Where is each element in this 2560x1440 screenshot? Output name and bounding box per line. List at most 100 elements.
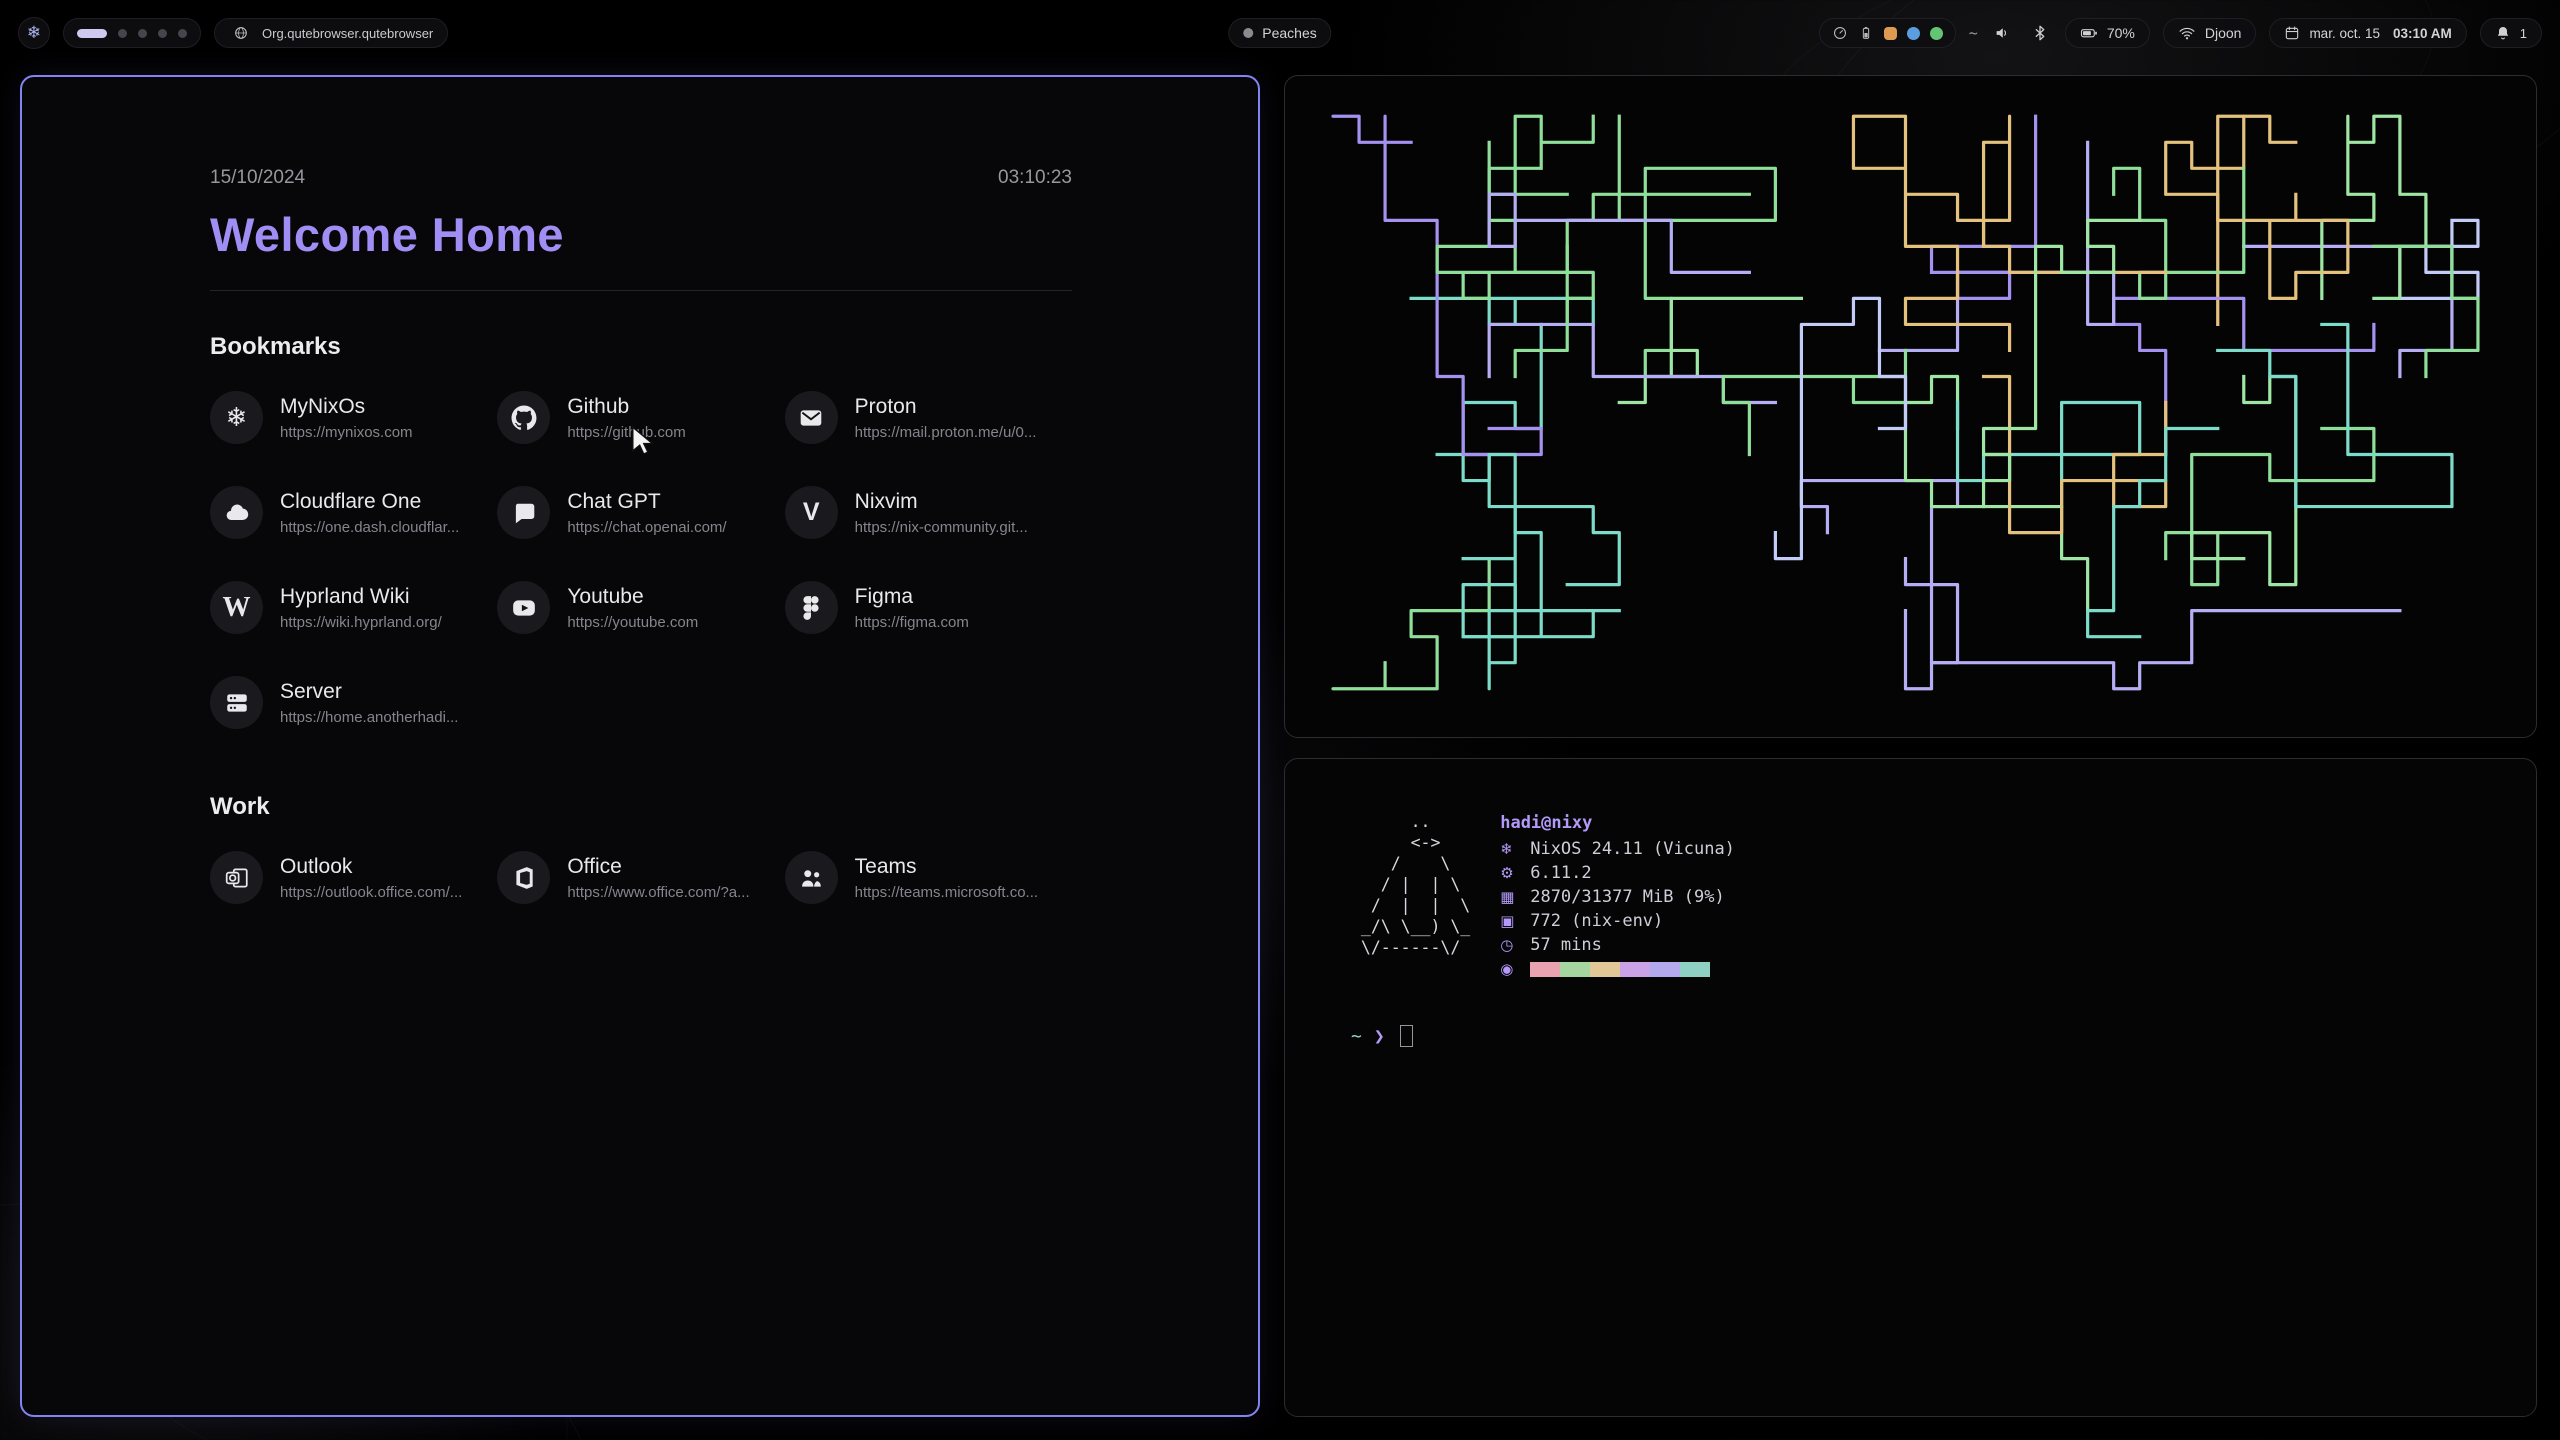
bookmark-url: https://mail.proton.me/u/0... — [854, 423, 1037, 441]
bookmark-title: Cloudflare One — [280, 489, 422, 513]
chat-icon — [497, 486, 551, 539]
bookmark-url: https://wiki.hyprland.org/ — [280, 613, 442, 631]
palette-swatch-4 — [1620, 961, 1651, 977]
tray-app-3-icon[interactable] — [1929, 26, 1943, 40]
bookmark-youtube[interactable]: Youtube https://youtube.com — [497, 581, 784, 634]
workspace-dot-3[interactable] — [138, 28, 147, 38]
window-title-chip[interactable]: Org.qutebrowser.qutebrowser — [214, 18, 449, 48]
launcher-button[interactable]: ❄ — [18, 17, 50, 49]
bookmark-url: https://mynixos.com — [280, 423, 413, 441]
divider — [210, 290, 1072, 291]
fastfetch-info-row: ⚙6.11.2 — [1500, 861, 1735, 885]
system-tray — [1818, 18, 1956, 48]
bookmark-title: Outlook — [280, 854, 353, 878]
outlook-icon — [210, 851, 263, 904]
info-icon: ▦ — [1500, 888, 1515, 906]
bluetooth-icon[interactable] — [2028, 18, 2052, 48]
active-app-chip[interactable]: Peaches — [1228, 18, 1332, 48]
fastfetch-user-host: hadi@nixy — [1500, 813, 1593, 833]
bookmark-outlook[interactable]: Outlook https://outlook.office.com/... — [210, 851, 497, 904]
tray-app-1-icon[interactable] — [1883, 26, 1897, 40]
bookmark-title: Chat GPT — [567, 489, 661, 513]
bookmark-url: https://chat.openai.com/ — [567, 518, 727, 536]
tilde-indicator: ~ — [1968, 24, 1978, 42]
info-label: 772 (nix-env) — [1530, 911, 1664, 931]
topbar-center: Peaches — [1228, 18, 1332, 48]
prompt-arrow: ❯ — [1373, 1025, 1385, 1047]
qutebrowser-window[interactable]: 15/10/2024 03:10:23 Welcome Home Bookmar… — [20, 75, 1260, 1417]
topbar-right: ~ 70% Djoon mar. oct. 15 03:10 AM — [1818, 18, 2542, 48]
volume-icon[interactable] — [1991, 18, 2015, 48]
fastfetch-palette-row: ◉ — [1500, 957, 1735, 981]
startpage-time: 03:10:23 — [998, 167, 1072, 188]
fastfetch-output: .. <-> / \ / | | \ / | | \ _/\ \__) \_ \… — [1351, 811, 2496, 981]
bookmark-url: https://home.anotherhadi... — [280, 708, 459, 726]
shell-prompt: ~ ❯ — [1351, 1025, 2496, 1047]
prompt-path: ~ — [1351, 1025, 1362, 1047]
startpage-header: 15/10/2024 03:10:23 — [210, 167, 1072, 189]
qutebrowser-icon — [229, 18, 253, 48]
date-text: mar. oct. 15 — [2309, 25, 2380, 41]
workspace-dot-5[interactable] — [178, 28, 187, 38]
bookmark-url: https://www.office.com/?a... — [567, 883, 750, 901]
battery-percent: 70% — [2106, 25, 2135, 41]
battery-tray-icon[interactable] — [1858, 25, 1874, 41]
workspace-indicator[interactable] — [63, 18, 201, 48]
bookmark-chat-gpt[interactable]: Chat GPT https://chat.openai.com/ — [497, 486, 784, 539]
clock-chip[interactable]: mar. oct. 15 03:10 AM — [2269, 18, 2467, 48]
pipes-window[interactable] — [1284, 75, 2537, 738]
tray-app-2-icon[interactable] — [1906, 26, 1920, 40]
bookmark-url: https://github.com — [567, 423, 686, 441]
terminal-window[interactable]: .. <-> / \ / | | \ / | | \ _/\ \__) \_ \… — [1284, 758, 2537, 1417]
page-title: Welcome Home — [210, 208, 564, 261]
bookmark-office[interactable]: Office https://www.office.com/?a... — [497, 851, 784, 904]
workspace-dot-4[interactable] — [158, 28, 167, 38]
fastfetch-info-row: ▦ 2870/31377 MiB (9%) — [1500, 885, 1735, 909]
info-icon: ❄ — [1500, 840, 1513, 858]
bookmark-title: Teams — [854, 854, 917, 878]
peaches-app-icon — [1243, 28, 1254, 38]
info-label: 2870/31377 MiB (9%) — [1530, 887, 1725, 907]
fastfetch-info-row: ◷57 mins — [1500, 933, 1735, 957]
bell-icon — [2495, 25, 2511, 41]
network-chip[interactable]: Djoon — [2162, 18, 2257, 48]
startpage-date: 15/10/2024 — [210, 167, 306, 188]
color-swatches — [1530, 961, 1711, 977]
bookmark-title: Office — [567, 854, 622, 878]
topbar-left: ❄ Org.qutebrowser.qutebrowser — [18, 17, 449, 49]
bookmark-url: https://youtube.com — [567, 613, 699, 631]
battery-chip[interactable]: 70% — [2064, 18, 2150, 48]
wikipedia-icon: W — [210, 581, 263, 634]
office-icon — [497, 851, 551, 904]
notifications-chip[interactable]: 1 — [2479, 18, 2542, 48]
cloud-icon — [210, 486, 263, 539]
gauge-tray-icon[interactable] — [1832, 25, 1848, 41]
figma-icon — [784, 581, 838, 634]
workspace-active-pill[interactable] — [77, 28, 107, 38]
mail-icon — [784, 391, 838, 444]
bookmark-url: https://figma.com — [854, 613, 969, 631]
info-icon: ◷ — [1500, 936, 1514, 954]
palette-icon: ◉ — [1500, 960, 1514, 978]
bookmark-grid-work: Outlook https://outlook.office.com/... Off… — [210, 851, 1072, 904]
bookmark-url: https://outlook.office.com/... — [280, 883, 463, 901]
teams-icon — [784, 851, 838, 904]
active-app-label: Peaches — [1262, 25, 1317, 41]
info-label: 6.11.2 — [1530, 863, 1592, 883]
fastfetch-info-row: ❄NixOS 24.11 (Vicuna) — [1500, 837, 1735, 861]
fastfetch-info-row: ▣772 (nix-env) — [1500, 909, 1735, 933]
bookmark-title: Youtube — [567, 584, 644, 608]
palette-swatch-2 — [1560, 961, 1591, 977]
workspace-dot-2[interactable] — [118, 28, 127, 38]
battery-icon — [2080, 24, 2098, 42]
